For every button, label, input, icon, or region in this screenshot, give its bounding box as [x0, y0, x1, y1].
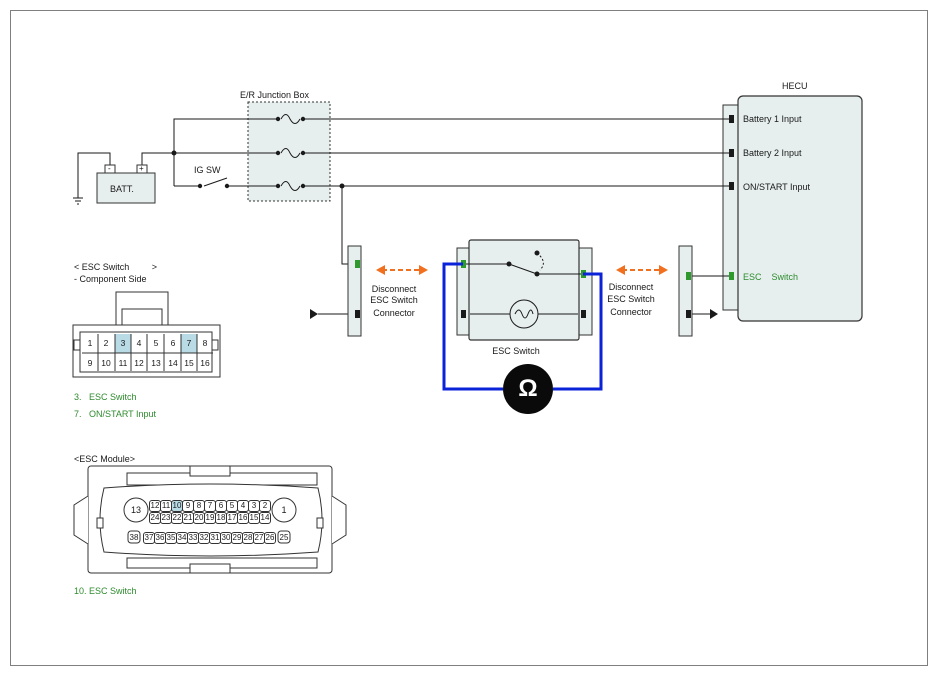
right-disconnect-label-2: ESC Switch: [607, 294, 655, 304]
esc-module-note: 10. ESC Switch: [74, 586, 137, 596]
esc-switch-pin: 5: [153, 338, 159, 348]
esc-module-pin-bottom-left: 38: [129, 533, 139, 542]
hecu-input-esc-switch: ESC Switch: [743, 272, 799, 282]
esc-module-heading: <ESC Module>: [74, 454, 136, 464]
esc-switch-pin: 7: [186, 338, 192, 348]
left-disconnect-connector: [347, 245, 362, 337]
esc-switch-note-3: 3. ESC Switch: [74, 392, 137, 402]
battery-plus-label: +: [139, 164, 144, 173]
ohmmeter-icon: [503, 364, 553, 414]
esc-switch-pin: 8: [202, 338, 208, 348]
esc-module-pin-big-right: 1: [281, 505, 287, 515]
esc-module-pin-bottom-right: 25: [279, 533, 289, 542]
esc-switch-component: [468, 239, 580, 341]
left-disconnect-label-3: Connector: [373, 308, 415, 318]
wire-nodes: [171, 116, 718, 319]
hecu-title: HECU: [782, 81, 808, 91]
esc-switch-label: ESC Switch: [492, 346, 540, 356]
esc-switch-pin: 1: [87, 338, 93, 348]
diagram-frame: [10, 10, 928, 666]
hecu-box: [737, 95, 863, 322]
esc-switch-pin: 13: [151, 358, 161, 368]
esc-switch-pin: 15: [184, 358, 194, 368]
ohm-symbol: Ω: [518, 375, 538, 402]
esc-switch-pin: 12: [134, 358, 144, 368]
hecu-input-on-start: ON/START Input: [743, 182, 811, 192]
esc-switch-pin-dividers: [97, 334, 198, 371]
esc-module-pin: 15: [248, 512, 260, 524]
esc-switch-pin: 6: [170, 338, 176, 348]
meter-lead-left: [442, 262, 503, 391]
hecu-input-battery2: Battery 2 Input: [743, 148, 802, 158]
esc-module-pin: 22: [171, 512, 183, 524]
esc-module-pin: 19: [204, 512, 216, 524]
right-disconnect-label-3: Connector: [610, 307, 652, 317]
esc-module-pin-big-left: 13: [130, 505, 141, 515]
esc-switch-pin: 4: [136, 338, 142, 348]
junction-box-label: E/R Junction Box: [240, 90, 310, 100]
esc-switch-pin: 10: [101, 358, 111, 368]
esc-switch-connector-subheading: - Component Side: [74, 274, 147, 284]
battery-box: [96, 172, 156, 204]
esc-module-pin: 14: [259, 512, 271, 524]
esc-switch-pin: 11: [118, 358, 128, 368]
esc-switch-pin: 2: [103, 338, 109, 348]
esc-module-pin: 26: [264, 532, 276, 544]
esc-module-pin: 17: [226, 512, 238, 524]
esc-switch-pin: 16: [200, 358, 210, 368]
battery-label: BATT.: [110, 184, 134, 194]
power-wires: [73, 114, 730, 315]
left-disconnect-label-1: Disconnect: [371, 284, 417, 294]
esc-switch-pin: 9: [87, 358, 93, 368]
right-disconnect-connector: [678, 245, 693, 337]
esc-switch-note-7: 7. ON/START Input: [74, 409, 157, 419]
hecu-input-battery1: Battery 1 Input: [743, 114, 802, 124]
ig-switch-label: IG SW: [194, 165, 221, 175]
esc-switch-pin: 3: [120, 338, 126, 348]
esc-module-pin: 12: [149, 500, 161, 512]
battery-minus-label: -: [108, 164, 111, 173]
meter-lead-right: [553, 272, 603, 391]
right-disconnect-label-1: Disconnect: [608, 282, 654, 292]
esc-switch-connector-heading: < ESC Switch >: [74, 262, 158, 272]
hecu-terminals: [729, 115, 734, 280]
esc-switch-pin: 14: [168, 358, 178, 368]
esc-module-pin: 2: [259, 500, 271, 512]
left-disconnect-label-2: ESC Switch: [370, 295, 418, 305]
